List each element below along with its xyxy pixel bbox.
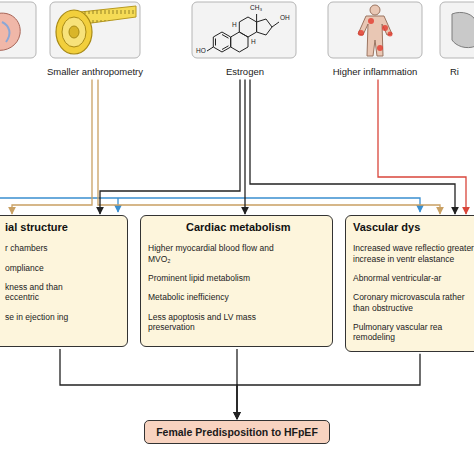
mechanism-box: Cardiac metabolismHigher myocardial bloo…	[140, 215, 333, 347]
methyl-bond	[256, 14, 257, 22]
caption-text: Ri	[450, 66, 459, 77]
box-heading: Cardiac metabolism	[186, 221, 326, 234]
factor-caption: Ri	[450, 66, 459, 77]
box-item: se in ejection ing	[5, 312, 73, 322]
icon-frame	[50, 2, 140, 58]
inflammation-dot	[377, 45, 383, 51]
ring-d	[257, 19, 272, 35]
connector-arrow	[244, 79, 245, 214]
icon-frame	[440, 2, 474, 58]
caption-text: Estrogen	[226, 66, 264, 77]
atom-label: CH₃	[250, 5, 262, 12]
connector-arrow	[100, 79, 240, 214]
box-item: Prominent lipid metabolism	[148, 273, 298, 283]
mechanism-box: ial structure r chambers ompliance kness an…	[0, 215, 128, 347]
atom-label: OH	[280, 15, 290, 22]
box-heading: Vascular dys	[353, 221, 474, 234]
box-item: kness and than eccentric	[5, 282, 73, 303]
ring-c	[239, 17, 256, 37]
inflammation-dot	[368, 18, 374, 24]
factor-caption: Estrogen	[226, 66, 264, 77]
connector-arrow	[250, 79, 455, 214]
double-bond	[215, 39, 216, 46]
connector-arrow	[237, 354, 420, 419]
estrogen-structure	[207, 14, 279, 52]
box-item: r chambers	[5, 243, 73, 253]
ring-a	[213, 32, 230, 52]
box-item: Coronary microvascula rather than obstru…	[353, 292, 474, 313]
inflammation-dot	[358, 30, 364, 36]
tape-hub	[69, 26, 79, 38]
organ-icon	[0, 13, 20, 50]
connector-arrow	[98, 79, 440, 214]
box-item: ompliance	[5, 263, 73, 273]
inflammation-dot	[388, 32, 393, 37]
mechanism-box: Vascular dysIncreased wave reflectio gre…	[345, 215, 474, 352]
factor-caption: Higher inflammation	[333, 66, 417, 77]
outcome-text: Female Predisposition to HFpEF	[156, 426, 318, 438]
icon-frame	[0, 2, 36, 58]
tape-coil-inner	[62, 17, 86, 47]
box-item: Increased wave reflectio greater increas…	[353, 243, 474, 264]
caption-text: Smaller anthropometry	[47, 66, 143, 77]
box-item: Abnormal ventricular-ar	[353, 273, 474, 283]
risk-icon	[452, 12, 474, 47]
icon-frame	[328, 2, 422, 58]
box-item: Higher myocardial blood flow and MVO₂	[148, 243, 298, 264]
atom-label: H	[232, 22, 237, 29]
caption-text: Higher inflammation	[333, 66, 417, 77]
connector-arrow	[60, 349, 237, 419]
vessel-icon	[2, 22, 9, 42]
connector-arrow	[378, 79, 466, 214]
figure-body	[358, 16, 392, 56]
hydroxyl-bond	[272, 22, 279, 27]
atom-label: HO	[196, 48, 206, 55]
icon-frame	[192, 2, 296, 58]
inflammation-dot	[382, 25, 388, 31]
outcome-box: Female Predisposition to HFpEF	[144, 420, 330, 444]
figure-head	[370, 5, 380, 15]
box-item: Pulmonary vascular rea remodeling	[353, 322, 474, 343]
double-bond	[222, 35, 229, 39]
atom-label: H	[251, 39, 256, 46]
box-item: Metabolic inefficiency	[148, 292, 298, 302]
box-item: Less apoptosis and LV mass preservation	[148, 312, 298, 333]
hydroxyl-bond	[207, 47, 213, 51]
double-bond	[222, 46, 229, 50]
connector-arrow	[12, 79, 92, 214]
factor-caption: Smaller anthropometry	[47, 66, 143, 77]
box-heading: ial structure	[5, 221, 121, 234]
tape-coil	[56, 10, 92, 54]
